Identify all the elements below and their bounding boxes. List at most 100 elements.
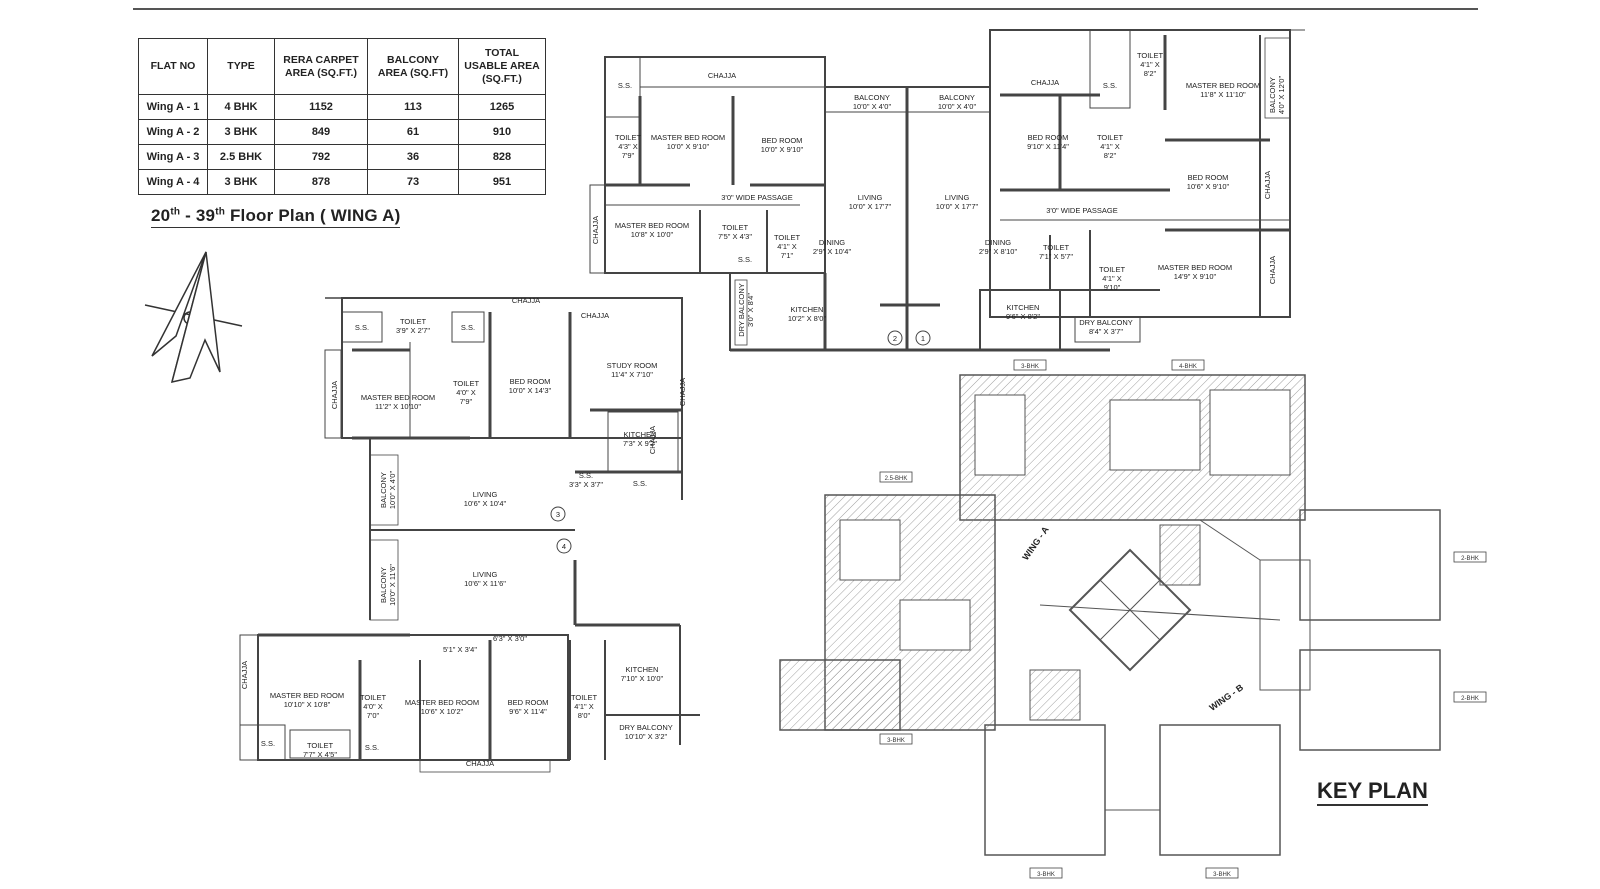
- unit-type-tag: 2-BHK: [1461, 556, 1479, 562]
- cell-balcony-area: 73: [367, 169, 459, 195]
- room-label: BALCONY10'0" X 4'0": [379, 471, 397, 510]
- unit-type-tag: 3-BHK: [1021, 364, 1039, 370]
- unit-type-tag-frame: [1029, 867, 1063, 879]
- lower-flats-plan: [239, 297, 700, 773]
- cell-type: 2.5 BHK: [207, 144, 275, 170]
- room-label: CHAJJA: [648, 426, 657, 454]
- table-row: Wing A - 2 3 BHK 849 61 910: [138, 119, 546, 145]
- room-label: CHAJJA: [708, 71, 736, 80]
- unit-type-tag-frame: [879, 471, 913, 483]
- room-label: CHAJJA: [1263, 171, 1272, 199]
- unit-type-tag: 3-BHK: [1213, 872, 1231, 878]
- unit-type-tag: 4-BHK: [1179, 364, 1197, 370]
- room-label: 5'1" X 3'4": [443, 645, 477, 654]
- room-label: S.S.: [261, 739, 275, 748]
- room-label: CHAJJA: [1268, 256, 1277, 284]
- unit-type-tag: 3-BHK: [887, 738, 905, 744]
- cell-carpet-area: 1152: [274, 94, 368, 120]
- header-flat-no: FLAT NO: [138, 38, 208, 95]
- room-label: BALCONY10'0" X 11'6": [379, 564, 397, 606]
- room-label: CHAJJA: [591, 216, 600, 244]
- cell-type: 3 BHK: [207, 119, 275, 145]
- floor-plan-title: 20th - 39th Floor Plan ( WING A): [151, 206, 401, 228]
- room-label: S.S.: [461, 323, 475, 332]
- header-total-usable-area: TOTAL USABLE AREA (SQ.FT.): [458, 38, 546, 95]
- flat-number-marker: 3: [556, 510, 560, 519]
- room-label: S.S.: [1103, 81, 1117, 90]
- unit-type-tag-frame: [879, 733, 913, 745]
- room-label: CHAJJA: [581, 311, 609, 320]
- room-label: BALCONY4'0" X 12'0": [1268, 76, 1286, 115]
- cell-carpet-area: 849: [274, 119, 368, 145]
- room-label: CHAJJA: [512, 296, 540, 305]
- room-label: S.S.: [618, 81, 632, 90]
- flat-number-marker: 4: [562, 542, 566, 551]
- key-plan-title: KEY PLAN: [1317, 778, 1428, 806]
- room-label: DRY BALCONY3'0" X 8'4": [737, 283, 755, 337]
- cell-carpet-area: 878: [274, 169, 368, 195]
- wing-label: WING - B: [1207, 682, 1245, 713]
- unit-type-tag-frame: [1171, 359, 1205, 371]
- unit-type-tag-frame: [1013, 359, 1047, 371]
- cell-type: 3 BHK: [207, 169, 275, 195]
- room-label: S.S.: [365, 743, 379, 752]
- unit-type-tag: 2.5-BHK: [885, 476, 908, 482]
- header-rera-carpet-area: RERA CARPET AREA (SQ.FT.): [274, 38, 368, 95]
- cell-total-area: 951: [458, 169, 546, 195]
- table-row: Wing A - 3 2.5 BHK 792 36 828: [138, 144, 546, 170]
- room-label: 3'0" WIDE PASSAGE: [721, 193, 792, 202]
- unit-type-tag-frame: [1453, 551, 1487, 563]
- cell-type: 4 BHK: [207, 94, 275, 120]
- header-balcony-area: BALCONY AREA (SQ.FT): [367, 38, 459, 95]
- room-label: S.S.3'3" X 3'7": [569, 471, 603, 489]
- cell-balcony-area: 61: [367, 119, 459, 145]
- table-header-row: FLAT NO TYPE RERA CARPET AREA (SQ.FT.) B…: [138, 38, 546, 95]
- room-label: S.S.: [355, 323, 369, 332]
- room-label: 3'0" WIDE PASSAGE: [1046, 206, 1117, 215]
- area-table: FLAT NO TYPE RERA CARPET AREA (SQ.FT.) B…: [138, 38, 546, 195]
- cell-flat-no: Wing A - 4: [138, 169, 208, 195]
- room-label: 6'3" X 3'0": [493, 634, 527, 643]
- room-label: S.S.: [738, 255, 752, 264]
- unit-type-tag-frame: [1205, 867, 1239, 879]
- header-type: TYPE: [207, 38, 275, 95]
- wing-label: WING - A: [1020, 524, 1051, 562]
- unit-type-tag-frame: [1453, 691, 1487, 703]
- top-rule: [133, 8, 1478, 10]
- cell-total-area: 828: [458, 144, 546, 170]
- unit-type-tag: 2-BHK: [1461, 696, 1479, 702]
- room-label: S.S.: [633, 479, 647, 488]
